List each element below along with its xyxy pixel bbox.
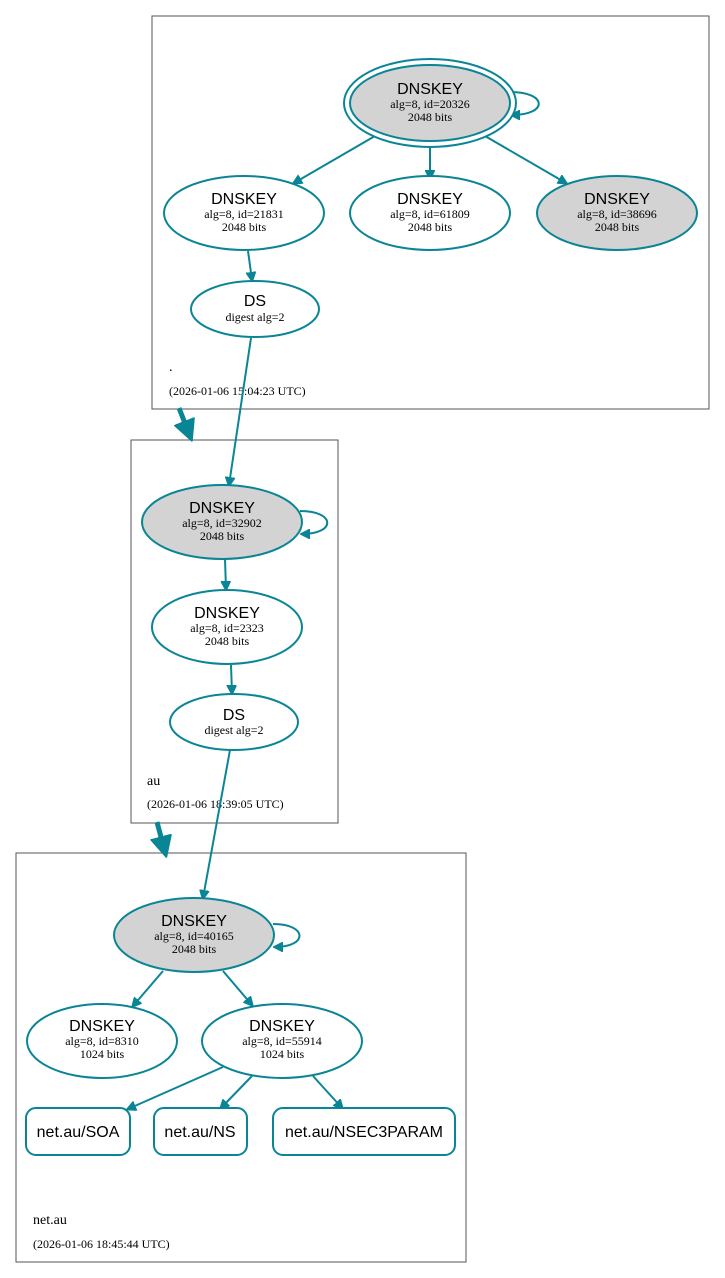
node-root-ksk-20326[interactable]: DNSKEY alg=8, id=20326 2048 bits	[343, 58, 517, 148]
edge-netau-ksk-to-zsk2	[222, 970, 252, 1005]
node-title: DNSKEY	[161, 913, 227, 930]
node-alg-id: alg=8, id=40165	[154, 929, 234, 943]
node-title: DNSKEY	[69, 1018, 135, 1035]
node-title: DS	[223, 707, 245, 724]
zone-au-timestamp: (2026-01-06 18:39:05 UTC)	[147, 797, 284, 811]
node-alg-id: alg=8, id=8310	[65, 1034, 139, 1048]
node-digest: digest alg=2	[225, 310, 284, 324]
node-bits: 2048 bits	[205, 634, 250, 648]
node-alg-id: alg=8, id=20326	[390, 97, 470, 111]
node-alg-id: alg=8, id=21831	[204, 207, 284, 221]
node-alg-id: alg=8, id=55914	[242, 1034, 322, 1048]
node-bits: 2048 bits	[595, 220, 640, 234]
node-bits: 2048 bits	[222, 220, 267, 234]
node-netau-zsk-8310[interactable]: DNSKEY alg=8, id=8310 1024 bits	[26, 1003, 178, 1079]
node-bits: 1024 bits	[80, 1047, 125, 1061]
node-netau-zsk-55914[interactable]: DNSKEY alg=8, id=55914 1024 bits	[201, 1003, 363, 1079]
node-title: DNSKEY	[194, 605, 260, 622]
rrset-netau-nsec3param[interactable]: net.au/NSEC3PARAM	[272, 1107, 456, 1156]
zone-root-timestamp: (2026-01-06 15:04:23 UTC)	[169, 384, 306, 398]
node-alg-id: alg=8, id=38696	[577, 207, 657, 221]
node-root-zsk-21831[interactable]: DNSKEY alg=8, id=21831 2048 bits	[163, 175, 325, 251]
edge-root-zsk1-to-ds	[248, 250, 252, 280]
edge-au-ksk-to-zsk	[225, 558, 226, 589]
zone-root-label: .	[169, 360, 173, 375]
node-root-ds[interactable]: DS digest alg=2	[190, 280, 320, 338]
edge-au-to-netau-delegation	[157, 821, 165, 852]
node-alg-id: alg=8, id=2323	[190, 621, 264, 635]
node-title: DNSKEY	[584, 191, 650, 208]
node-title: DNSKEY	[189, 500, 255, 517]
rrset-label: net.au/SOA	[37, 1124, 120, 1141]
node-root-ksk-38696[interactable]: DNSKEY alg=8, id=38696 2048 bits	[536, 175, 698, 251]
edge-au-zsk-to-ds	[231, 664, 232, 693]
node-au-zsk-2323[interactable]: DNSKEY alg=8, id=2323 2048 bits	[151, 589, 303, 665]
node-bits: 2048 bits	[408, 110, 453, 124]
edge-netau-ksk-self	[273, 923, 301, 947]
edge-au-ds-to-netau-ksk	[203, 749, 231, 898]
rrset-netau-ns[interactable]: net.au/NS	[153, 1107, 248, 1156]
node-title: DNSKEY	[397, 81, 463, 98]
node-title: DNSKEY	[211, 191, 277, 208]
edge-netau-zsk2-to-soa	[128, 1066, 224, 1109]
zone-netau-label: net.au	[33, 1213, 67, 1228]
edge-root-ksk-self	[510, 91, 540, 115]
rrset-label: net.au/NSEC3PARAM	[285, 1124, 443, 1141]
edge-root-to-au-delegation	[179, 407, 190, 436]
edge-netau-ksk-to-zsk1	[133, 970, 164, 1006]
node-alg-id: alg=8, id=61809	[390, 207, 470, 221]
node-title: DNSKEY	[249, 1018, 315, 1035]
node-root-zsk-61809[interactable]: DNSKEY alg=8, id=61809 2048 bits	[349, 175, 511, 251]
node-alg-id: alg=8, id=32902	[182, 516, 262, 530]
edge-root-ds-to-au-ksk	[229, 337, 252, 485]
node-au-ds[interactable]: DS digest alg=2	[169, 693, 299, 751]
node-title: DS	[244, 293, 266, 310]
zone-au-label: au	[147, 774, 160, 789]
node-bits: 1024 bits	[260, 1047, 305, 1061]
rrset-label: net.au/NS	[164, 1124, 235, 1141]
node-bits: 2048 bits	[200, 529, 245, 543]
edge-root-ksk-to-ksk2	[484, 135, 566, 183]
edge-netau-zsk2-to-nsec3param	[312, 1075, 342, 1108]
node-netau-ksk-40165[interactable]: DNSKEY alg=8, id=40165 2048 bits	[113, 897, 275, 973]
edge-au-ksk-self	[300, 510, 329, 534]
rrset-netau-soa[interactable]: net.au/SOA	[25, 1107, 131, 1156]
edge-netau-zsk2-to-ns	[221, 1075, 253, 1108]
node-bits: 2048 bits	[172, 942, 217, 956]
node-au-ksk-32902[interactable]: DNSKEY alg=8, id=32902 2048 bits	[141, 484, 303, 560]
edge-root-ksk-to-zsk1	[294, 135, 376, 183]
node-digest: digest alg=2	[204, 723, 263, 737]
node-bits: 2048 bits	[408, 220, 453, 234]
node-title: DNSKEY	[397, 191, 463, 208]
zone-netau-timestamp: (2026-01-06 18:45:44 UTC)	[33, 1237, 170, 1251]
